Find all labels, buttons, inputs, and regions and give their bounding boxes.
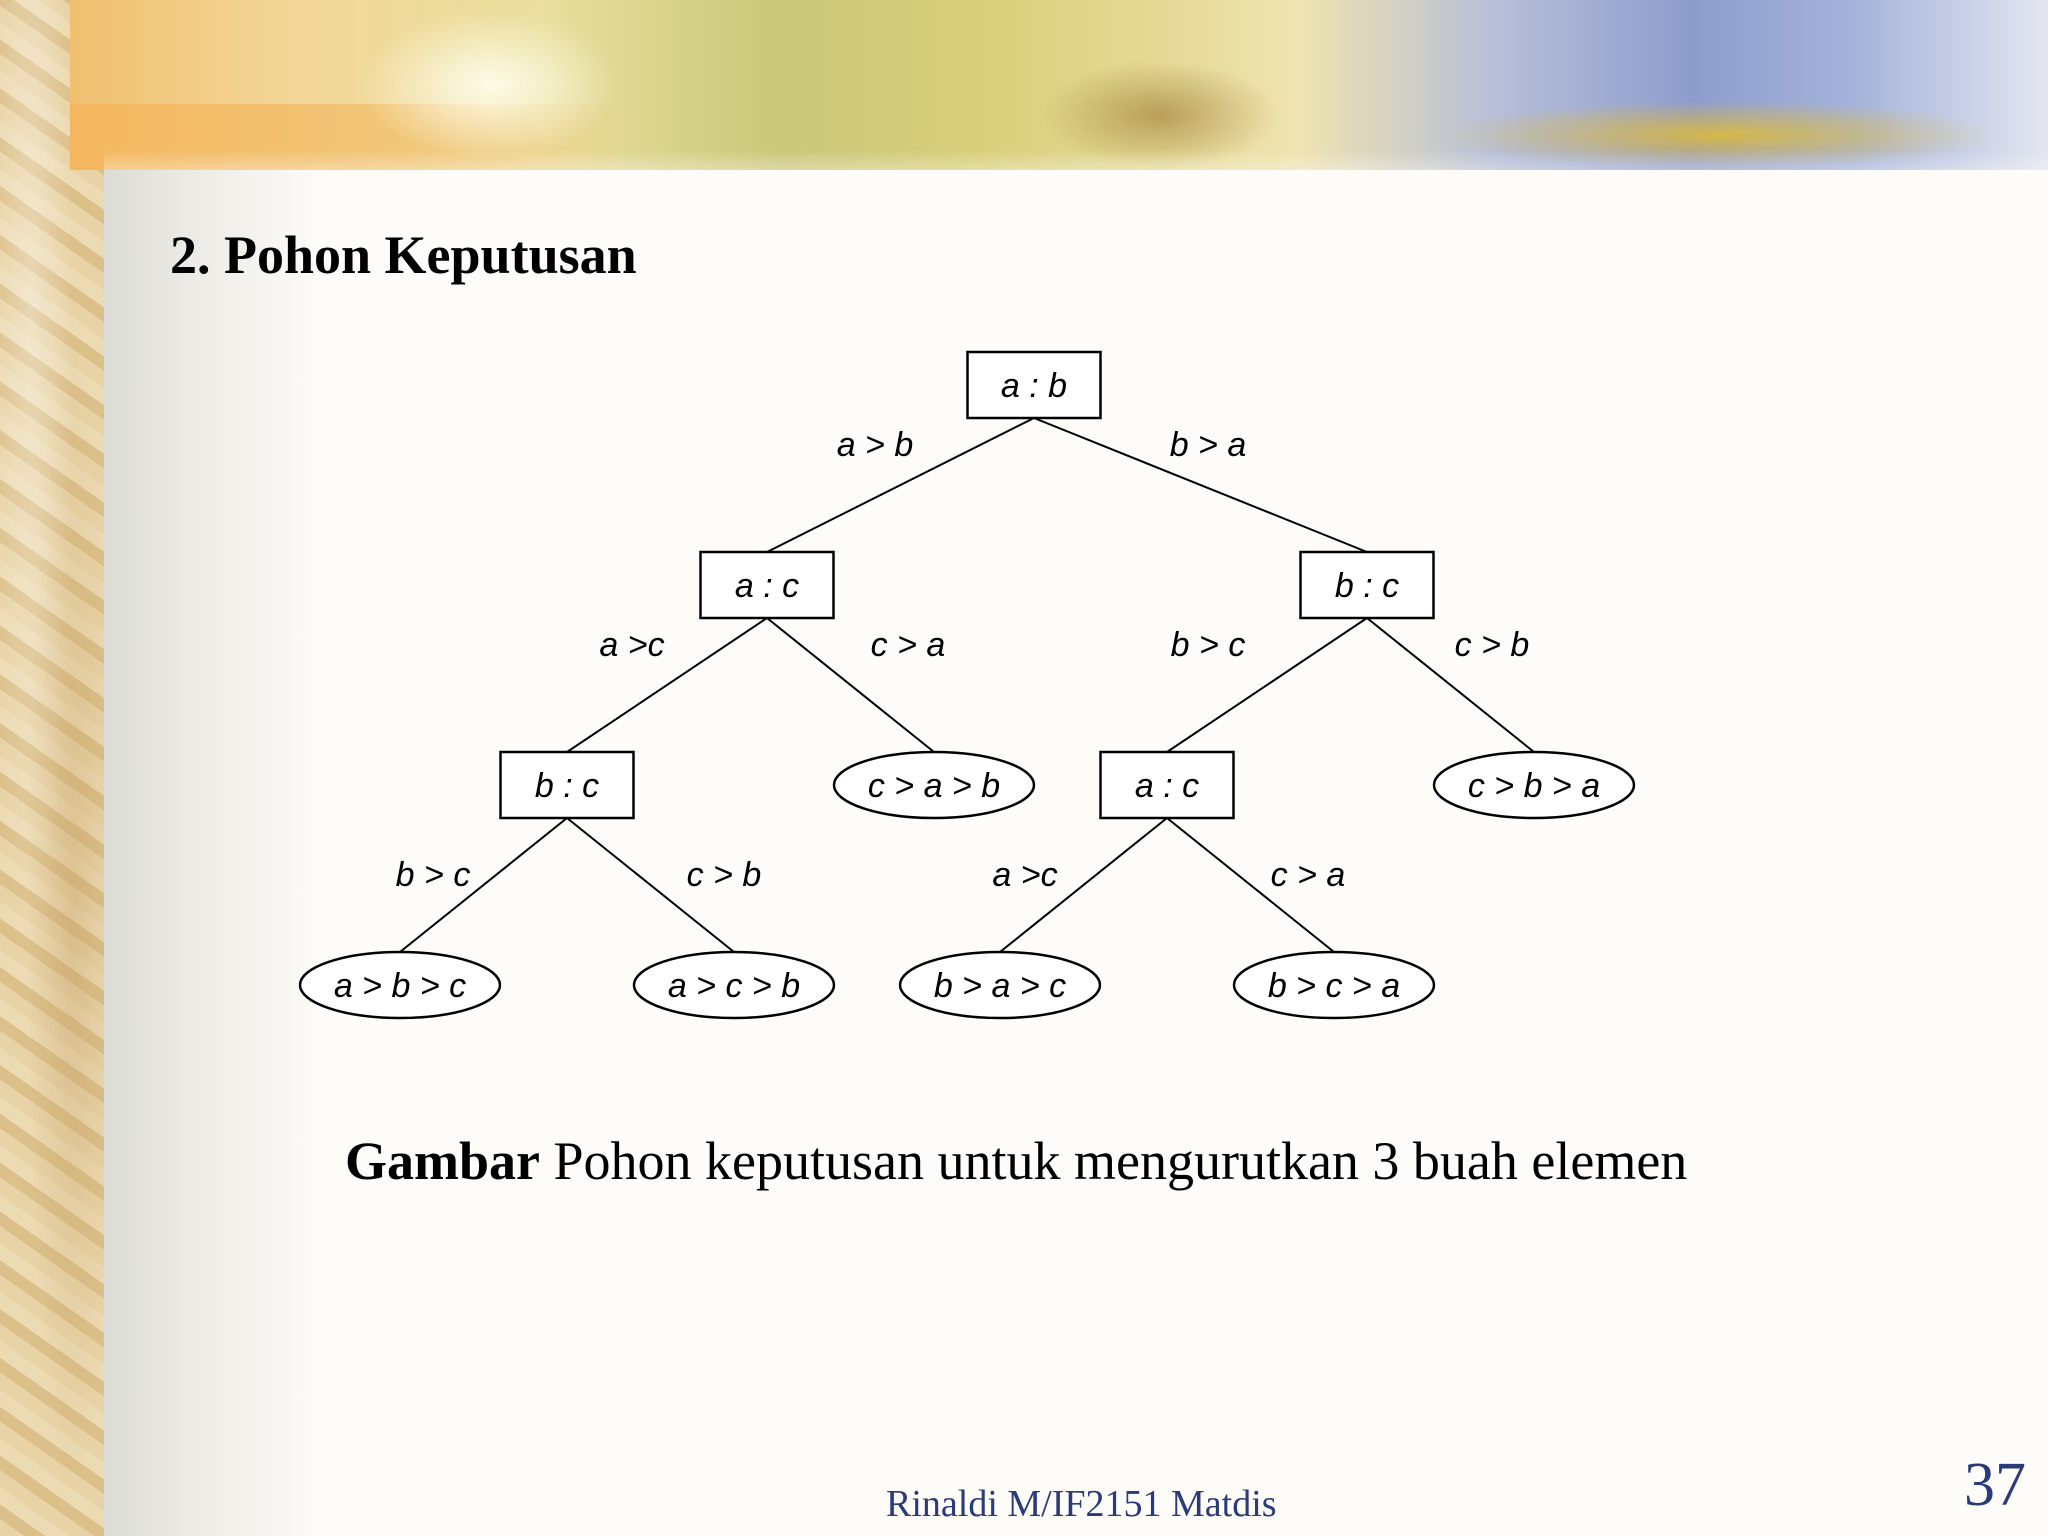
- tree-edge-labels: a > b b > a a >c c > a b > c c > b b > c c > b a…: [396, 426, 1530, 894]
- tree-edge: [399, 817, 568, 953]
- edge-label: c > a: [871, 626, 946, 664]
- node-label: b : c: [535, 767, 599, 805]
- tree-edge: [1366, 617, 1535, 753]
- left-shade: [104, 170, 324, 1536]
- tree-edge: [999, 817, 1168, 953]
- figure-caption: Gambar Pohon keputusan untuk mengurutkan…: [345, 1130, 1687, 1192]
- edge-label: c > b: [687, 856, 762, 894]
- node-label: a : b: [1001, 367, 1067, 405]
- node-box: [499, 750, 635, 820]
- leaf-ellipse: [832, 750, 1036, 820]
- result-leaf: a > c > b: [632, 950, 836, 1020]
- caption-bold: Gambar: [345, 1131, 540, 1191]
- node-box: [966, 350, 1102, 420]
- tree-edge: [1033, 417, 1368, 553]
- edge-label: b > c: [396, 856, 471, 894]
- node-label: b > a > c: [934, 967, 1066, 1005]
- result-leaf: b > a > c: [898, 950, 1102, 1020]
- node-box: [1099, 750, 1235, 820]
- tree-nodes: a : b a : c b : c b : c c > a > b a : c c > b …: [298, 350, 1636, 1020]
- edge-label: a >c: [992, 856, 1057, 894]
- comparison-node: a : c: [699, 550, 835, 620]
- parchment-left-border: [0, 0, 104, 1536]
- edge-label: a > b: [837, 426, 914, 464]
- result-leaf: c > b > a: [1432, 750, 1636, 820]
- comparison-node: b : c: [1299, 550, 1435, 620]
- node-label: a : c: [1135, 767, 1199, 805]
- leaf-ellipse: [298, 950, 502, 1020]
- banner-flower-highlight: [360, 10, 620, 160]
- caption-text: Pohon keputusan untuk mengurutkan 3 buah…: [540, 1131, 1688, 1191]
- edge-label: c > a: [1271, 856, 1346, 894]
- edge-label: a >c: [599, 626, 664, 664]
- banner-fade: [104, 150, 2048, 210]
- leaf-ellipse: [1432, 750, 1636, 820]
- tree-edge: [766, 617, 935, 753]
- node-label: c > b > a: [1468, 767, 1600, 805]
- node-label: c > a > b: [868, 767, 1000, 805]
- node-label: a > c > b: [668, 967, 800, 1005]
- node-label: a > b > c: [334, 967, 466, 1005]
- leaf-ellipse: [898, 950, 1102, 1020]
- node-label: b : c: [1335, 567, 1399, 605]
- edge-label: c > b: [1455, 626, 1530, 664]
- comparison-node: a : b: [966, 350, 1102, 420]
- page-number: 37: [1964, 1451, 2026, 1519]
- node-box: [1299, 550, 1435, 620]
- node-label: b > c > a: [1268, 967, 1400, 1005]
- leaf-ellipse: [1232, 950, 1436, 1020]
- edge-label: b > c: [1171, 626, 1246, 664]
- tree-edges: [399, 417, 1535, 953]
- tree-edge: [566, 617, 768, 753]
- result-leaf: c > a > b: [832, 750, 1036, 820]
- result-leaf: b > c > a: [1232, 950, 1436, 1020]
- leaf-ellipse: [632, 950, 836, 1020]
- comparison-node: b : c: [499, 750, 635, 820]
- tree-edge: [566, 817, 735, 953]
- node-box: [699, 550, 835, 620]
- node-label: a : c: [735, 567, 799, 605]
- comparison-node: a : c: [1099, 750, 1235, 820]
- result-leaf: a > b > c: [298, 950, 502, 1020]
- edge-label: b > a: [1170, 426, 1247, 464]
- tree-edge: [1166, 817, 1335, 953]
- footer-author: Rinaldi M/IF2151 Matdis: [886, 1483, 1277, 1525]
- slide-title: 2. Pohon Keputusan: [170, 225, 637, 285]
- tree-edge: [766, 417, 1035, 553]
- tree-edge: [1166, 617, 1368, 753]
